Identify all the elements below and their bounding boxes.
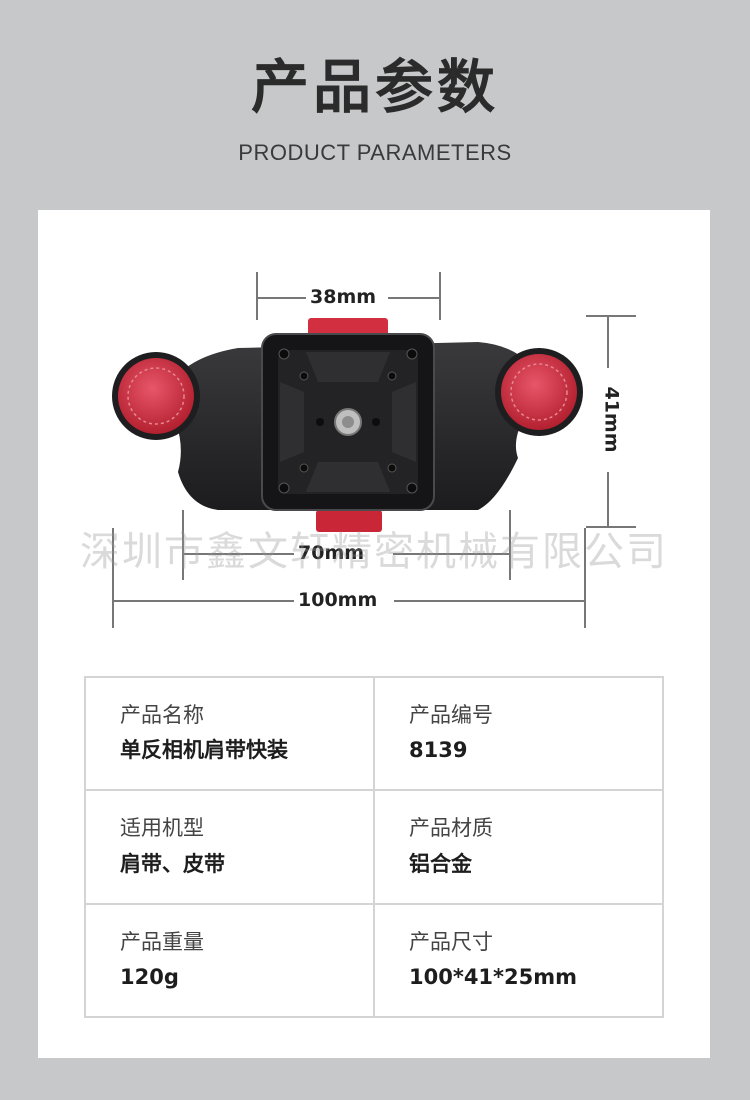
dim-label-side: 41mm [601,382,623,457]
left-knob [118,358,194,434]
spec-value: 100*41*25mm [409,964,578,989]
page-subtitle: PRODUCT PARAMETERS [238,140,512,165]
spec-table: 产品名称 单反相机肩带快装 产品编号 8139 适用机型 肩带、皮带 产品材质 … [84,675,664,1019]
dimension-lines [112,272,636,628]
bottom-clip-tab [316,510,382,532]
table-row: 产品重量 120g 产品尺寸 100*41*25mm [84,902,664,1019]
table-row: 产品名称 单反相机肩带快装 产品编号 8139 [84,675,664,792]
spec-cell: 产品尺寸 100*41*25mm [373,902,664,1019]
spec-label: 产品材质 [409,816,493,841]
spec-label: 产品尺寸 [409,929,493,954]
spec-value: 肩带、皮带 [120,851,225,876]
product-card: 38mm 70mm 100mm 41mm 深圳市鑫文轩精密机械有限公司 产品名称… [38,210,710,1058]
spec-label: 产品重量 [120,929,204,954]
watermark: 深圳市鑫文轩精密机械有限公司 [80,529,668,575]
dim-label-top: 38mm [306,288,381,307]
spec-cell: 产品编号 8139 [373,675,664,792]
dim-label-total: 100mm [294,591,382,610]
right-knob [501,354,577,430]
table-row: 适用机型 肩带、皮带 产品材质 铝合金 [84,789,664,905]
spec-cell: 产品名称 单反相机肩带快装 [84,675,375,792]
dim-label-inner: 70mm [294,544,369,563]
spec-cell: 产品重量 120g [84,902,375,1019]
spec-value: 8139 [409,738,468,763]
spec-label: 产品编号 [409,703,493,727]
spec-value: 铝合金 [409,851,472,876]
product-diagram [112,272,636,628]
spec-value: 120g [120,964,179,989]
page-title: 产品参数 [250,53,499,121]
spec-value: 单反相机肩带快装 [120,738,288,763]
spec-label: 适用机型 [120,816,204,841]
spec-label: 产品名称 [120,703,204,727]
spec-cell: 产品材质 铝合金 [373,789,664,905]
spec-cell: 适用机型 肩带、皮带 [84,789,375,905]
